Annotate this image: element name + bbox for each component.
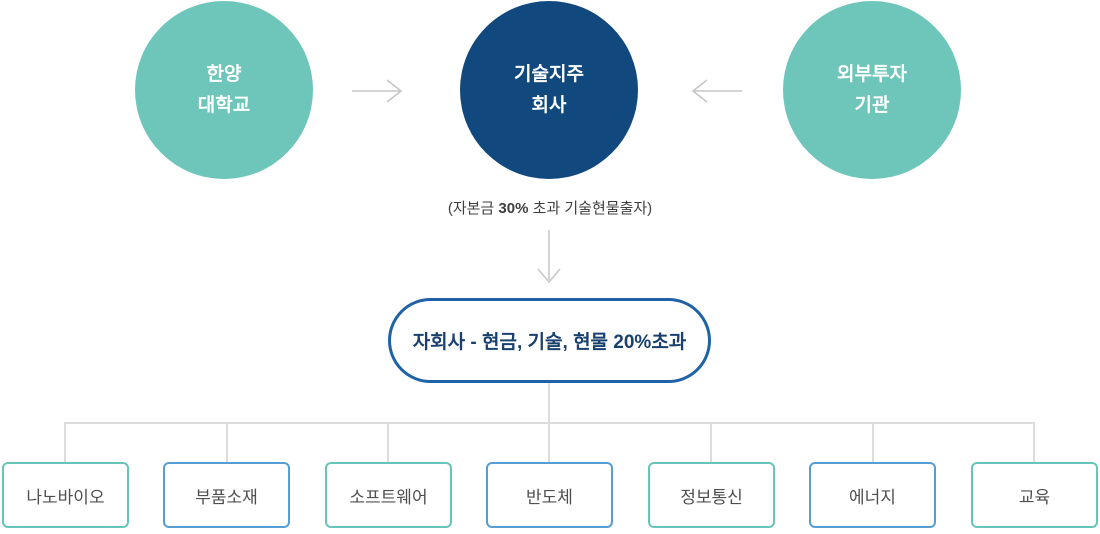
connector-drop-5 (710, 422, 712, 462)
category-label: 나노바이오 (26, 487, 105, 507)
category-label: 소프트웨어 (349, 487, 428, 507)
capital-contribution-caption: (자본금 30% 초과 기술현물출자) (0, 197, 1100, 218)
connector-pill-stem (548, 383, 550, 424)
category-box-ict: 정보통신 (648, 462, 775, 528)
caption-suffix: 초과 기술현물출자) (528, 200, 653, 217)
node-tech-holding-company: 기술지주 회사 (460, 1, 638, 179)
connector-drop-2 (226, 422, 228, 462)
category-box-energy: 에너지 (809, 462, 936, 528)
arrow-left-icon (691, 79, 742, 103)
category-label: 부품소재 (195, 487, 258, 507)
connector-drop-4 (548, 422, 550, 462)
category-box-software: 소프트웨어 (325, 462, 452, 528)
node-label-line: 대학교 (197, 95, 251, 116)
node-hanyang-university: 한양 대학교 (135, 1, 313, 179)
category-label: 정보통신 (680, 487, 743, 507)
caption-percentage: 30% (498, 200, 529, 217)
node-label-line: 회사 (531, 95, 567, 116)
category-box-education: 교육 (971, 462, 1098, 528)
connector-drop-6 (872, 422, 874, 462)
arrow-down-icon (537, 230, 561, 284)
node-label-line: 기관 (854, 95, 890, 116)
subsidiary-pill-label: 자회사 - 현금, 기술, 현물 20%초과 (412, 332, 687, 353)
node-label-line: 한양 (206, 64, 242, 85)
node-external-investors: 외부투자 기관 (783, 1, 961, 179)
node-label-line: 외부투자 (837, 64, 907, 85)
arrow-right-icon (352, 79, 403, 103)
subsidiary-pill: 자회사 - 현금, 기술, 현물 20%초과 (388, 298, 711, 383)
category-label: 에너지 (849, 487, 896, 507)
connector-horizontal-rail (65, 422, 1035, 424)
category-box-semiconductor: 반도체 (486, 462, 613, 528)
category-box-parts-materials: 부품소재 (163, 462, 290, 528)
connector-drop-1 (64, 422, 66, 462)
caption-prefix: (자본금 (447, 200, 499, 217)
node-label-line: 기술지주 (514, 64, 584, 85)
category-box-nanobio: 나노바이오 (2, 462, 129, 528)
connector-drop-7 (1033, 422, 1035, 462)
category-label: 교육 (1018, 487, 1051, 507)
category-label: 반도체 (526, 487, 573, 507)
connector-drop-3 (387, 422, 389, 462)
